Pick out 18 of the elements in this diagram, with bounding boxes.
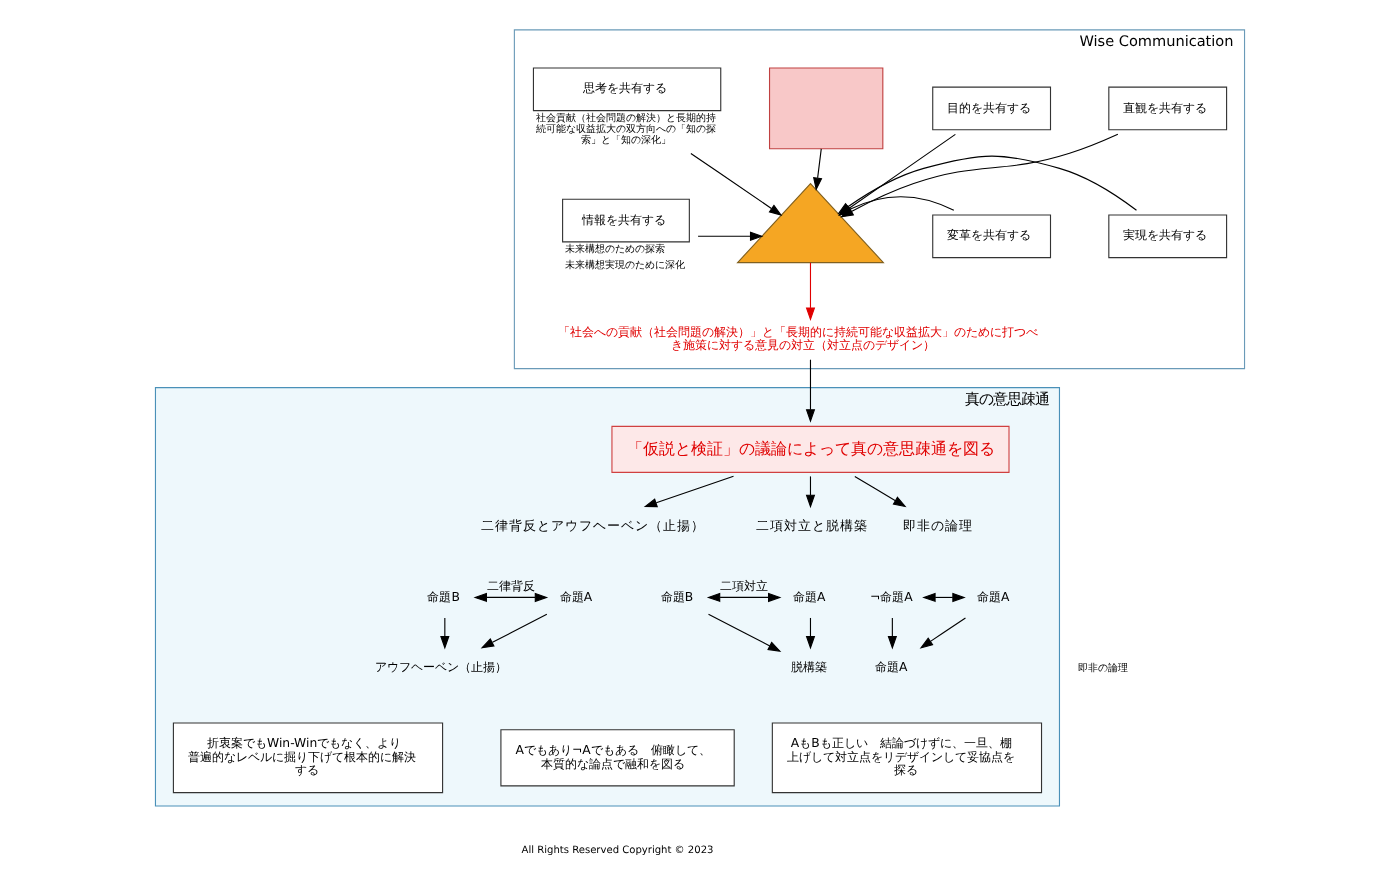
node-triangle <box>736 182 885 264</box>
arrow <box>643 475 735 508</box>
node-box <box>769 67 884 150</box>
arrow <box>919 617 966 649</box>
arrow <box>854 475 907 508</box>
arrow <box>697 231 764 241</box>
arrow <box>707 613 782 652</box>
arrow <box>440 617 450 650</box>
arrow <box>805 262 816 321</box>
arrow <box>805 475 816 509</box>
arrow <box>805 359 816 423</box>
arrow <box>805 617 816 650</box>
arrow <box>887 617 898 650</box>
arrow <box>473 592 549 603</box>
arrow <box>480 613 548 649</box>
arrow <box>706 592 782 603</box>
arrow <box>813 148 823 191</box>
arrow <box>690 152 783 216</box>
